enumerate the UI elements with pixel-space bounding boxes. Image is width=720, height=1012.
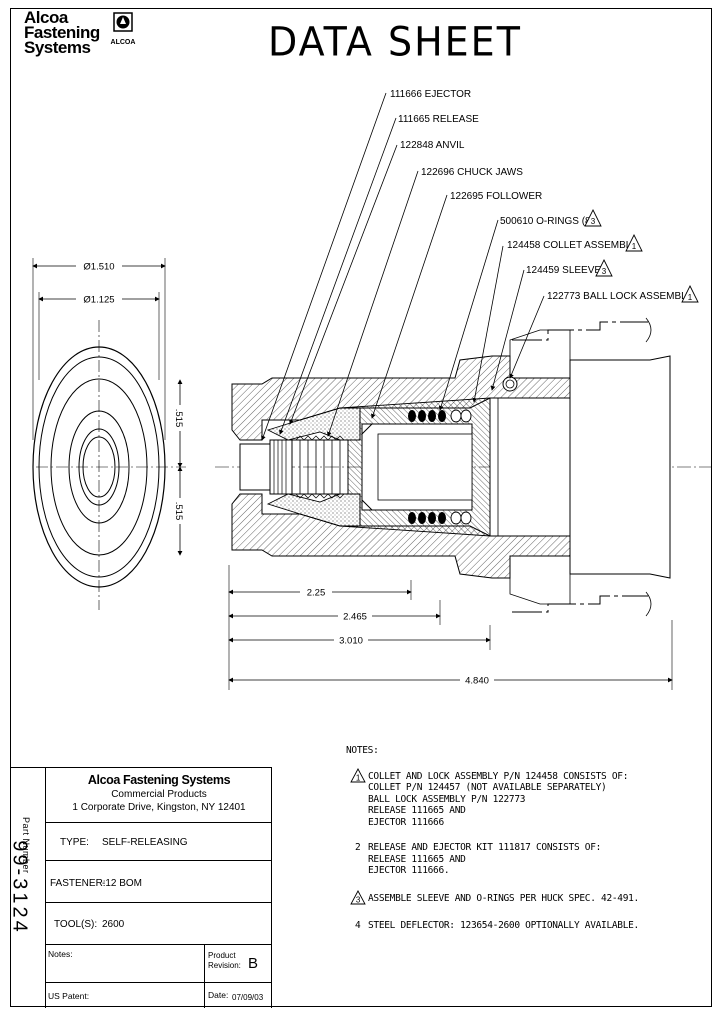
- note-line: EJECTOR 111666.: [368, 865, 450, 876]
- tools-label: TOOL(S):: [54, 919, 98, 930]
- note-item: 3 ASSEMBLE SLEEVE AND O-RINGS PER HUCK S…: [346, 889, 639, 904]
- note-item: 4 STEEL DEFLECTOR: 123654-2600 OPTIONALL…: [346, 920, 639, 932]
- fastener-value: -12 BOM: [102, 878, 143, 889]
- tools-value: 2600: [102, 919, 125, 930]
- note-marker: 2: [355, 842, 361, 853]
- notes-heading: NOTES:: [346, 745, 379, 756]
- flag-icon: 1: [625, 233, 643, 252]
- type-row: TYPE: SELF-RELEASING: [46, 823, 272, 861]
- callout-follower: 122695 FOLLOWER: [450, 191, 542, 202]
- flag-icon: 1: [350, 767, 366, 782]
- dim-half-upper: .515: [173, 409, 184, 428]
- end-view: Ø1.510 Ø1.125 .515 .515: [32, 258, 186, 610]
- callout-labels: 111666 EJECTOR 111665 RELEASE 122848 ANV…: [390, 89, 693, 302]
- fastener-label: FASTENER:: [50, 878, 106, 889]
- callout-ejector: 111666 EJECTOR: [390, 89, 471, 100]
- date-value: 07/09/03: [232, 993, 264, 1002]
- note-line: EJECTOR 111666: [368, 816, 444, 828]
- technical-drawing: Ø1.510 Ø1.125 .515 .515: [32, 89, 712, 690]
- note-marker: 4: [355, 920, 361, 931]
- section-view: [215, 317, 712, 617]
- callout-collet-assembly: 124458 COLLET ASSEMBLY: [507, 240, 638, 251]
- note-line: COLLET AND LOCK ASSEMBLY P/N 124458 CONS…: [368, 770, 629, 782]
- note-line: STEEL DEFLECTOR: 123654-2600 OPTIONALLY …: [368, 920, 639, 931]
- leader-lines: [261, 92, 545, 441]
- logo-line-3: Systems: [24, 38, 91, 57]
- type-value: SELF-RELEASING: [102, 837, 188, 848]
- callout-chuck-jaws: 122696 CHUCK JAWS: [421, 167, 523, 178]
- logo-line-1: Alcoa: [24, 8, 68, 27]
- callout-release: 111665 RELEASE: [398, 114, 479, 125]
- svg-text:3: 3: [602, 267, 607, 276]
- company-name: Alcoa Fastening Systems: [87, 773, 231, 787]
- note-line: BALL LOCK ASSEMBLY P/N 122773: [368, 793, 526, 805]
- callout-sleeve: 124459 SLEEVE: [526, 265, 601, 276]
- patent-date-row: US Patent: Date: 07/09/03: [46, 983, 272, 1008]
- callout-ball-lock-assembly: 122773 BALL LOCK ASSEMBLY: [547, 291, 693, 302]
- notes-section: NOTES: 1 COLLET AND LOCK ASSEMBLY P/N 12…: [346, 745, 639, 932]
- alcoa-brand-icon: ALCOA: [111, 12, 136, 46]
- tools-row: TOOL(S): 2600: [46, 903, 272, 945]
- us-patent-label: US Patent:: [48, 991, 90, 1001]
- flag-icon: 1: [681, 284, 699, 303]
- title-block: Alcoa Fastening Systems Commercial Produ…: [10, 767, 272, 1008]
- product-revision-label: Product Revision:: [208, 951, 241, 970]
- note-item: 1 COLLET AND LOCK ASSEMBLY P/N 124458 CO…: [346, 767, 639, 829]
- division-name: Commercial Products: [111, 789, 207, 800]
- dim-outer-diameter: Ø1.510: [83, 262, 114, 273]
- svg-text:1: 1: [688, 293, 693, 302]
- dim-half-lower: .515: [173, 502, 184, 521]
- company-block: Alcoa Fastening Systems Commercial Produ…: [46, 767, 272, 823]
- svg-text:3: 3: [591, 217, 596, 226]
- note-item: 2 RELEASE AND EJECTOR KIT 111817 CONSIST…: [346, 842, 639, 877]
- dim-length-4: 4.840: [465, 676, 489, 687]
- tb-notes-label: Notes:: [48, 949, 73, 959]
- company-address: 1 Corporate Drive, Kingston, NY 12401: [72, 802, 246, 813]
- product-revision-value: B: [248, 955, 259, 972]
- flag-icon: 3: [584, 208, 602, 227]
- note-line: RELEASE 111665 AND: [368, 805, 466, 816]
- drawing-frame: [10, 8, 712, 1007]
- page-title: DATA SHEET: [268, 18, 522, 66]
- dim-length-3: 3.010: [339, 636, 363, 647]
- svg-text:1: 1: [356, 773, 361, 782]
- company-logo: Alcoa Fastening Systems: [24, 8, 100, 57]
- callout-anvil: 122848 ANVIL: [400, 140, 465, 151]
- note-line: RELEASE AND EJECTOR KIT 111817 CONSISTS …: [368, 842, 602, 853]
- part-number-block: Part Number 99-3124: [8, 810, 45, 970]
- svg-text:3: 3: [356, 895, 361, 904]
- type-label: TYPE:: [60, 837, 89, 848]
- callout-o-rings: 500610 O-RINGS (8): [500, 216, 594, 227]
- callout-flags: 3 1 3 1: [584, 208, 699, 303]
- note-line: RELEASE 111665 AND: [368, 853, 466, 865]
- part-number-value: 99-3124: [8, 840, 31, 935]
- dim-inner-diameter: Ø1.125: [83, 295, 114, 306]
- date-label: Date:: [208, 990, 229, 1000]
- logo-line-2: Fastening: [24, 23, 100, 42]
- fastener-row: FASTENER: -12 BOM: [46, 861, 272, 903]
- svg-text:1: 1: [632, 242, 637, 251]
- dim-length-2: 2.465: [343, 612, 367, 623]
- brand-mark-label: ALCOA: [111, 39, 136, 46]
- notes-revision-row: Notes: Product Revision: B: [46, 945, 272, 983]
- note-line: COLLET P/N 124457 (NOT AVAILABLE SEPARAT…: [368, 782, 607, 793]
- note-line: ASSEMBLE SLEEVE AND O-RINGS PER HUCK SPE…: [368, 892, 639, 904]
- flag-icon: 3: [595, 258, 613, 277]
- length-dimensions: 2.25 2.465 3.010 4.840: [228, 565, 673, 690]
- flag-icon: 3: [350, 889, 366, 904]
- dim-length-1: 2.25: [307, 588, 326, 599]
